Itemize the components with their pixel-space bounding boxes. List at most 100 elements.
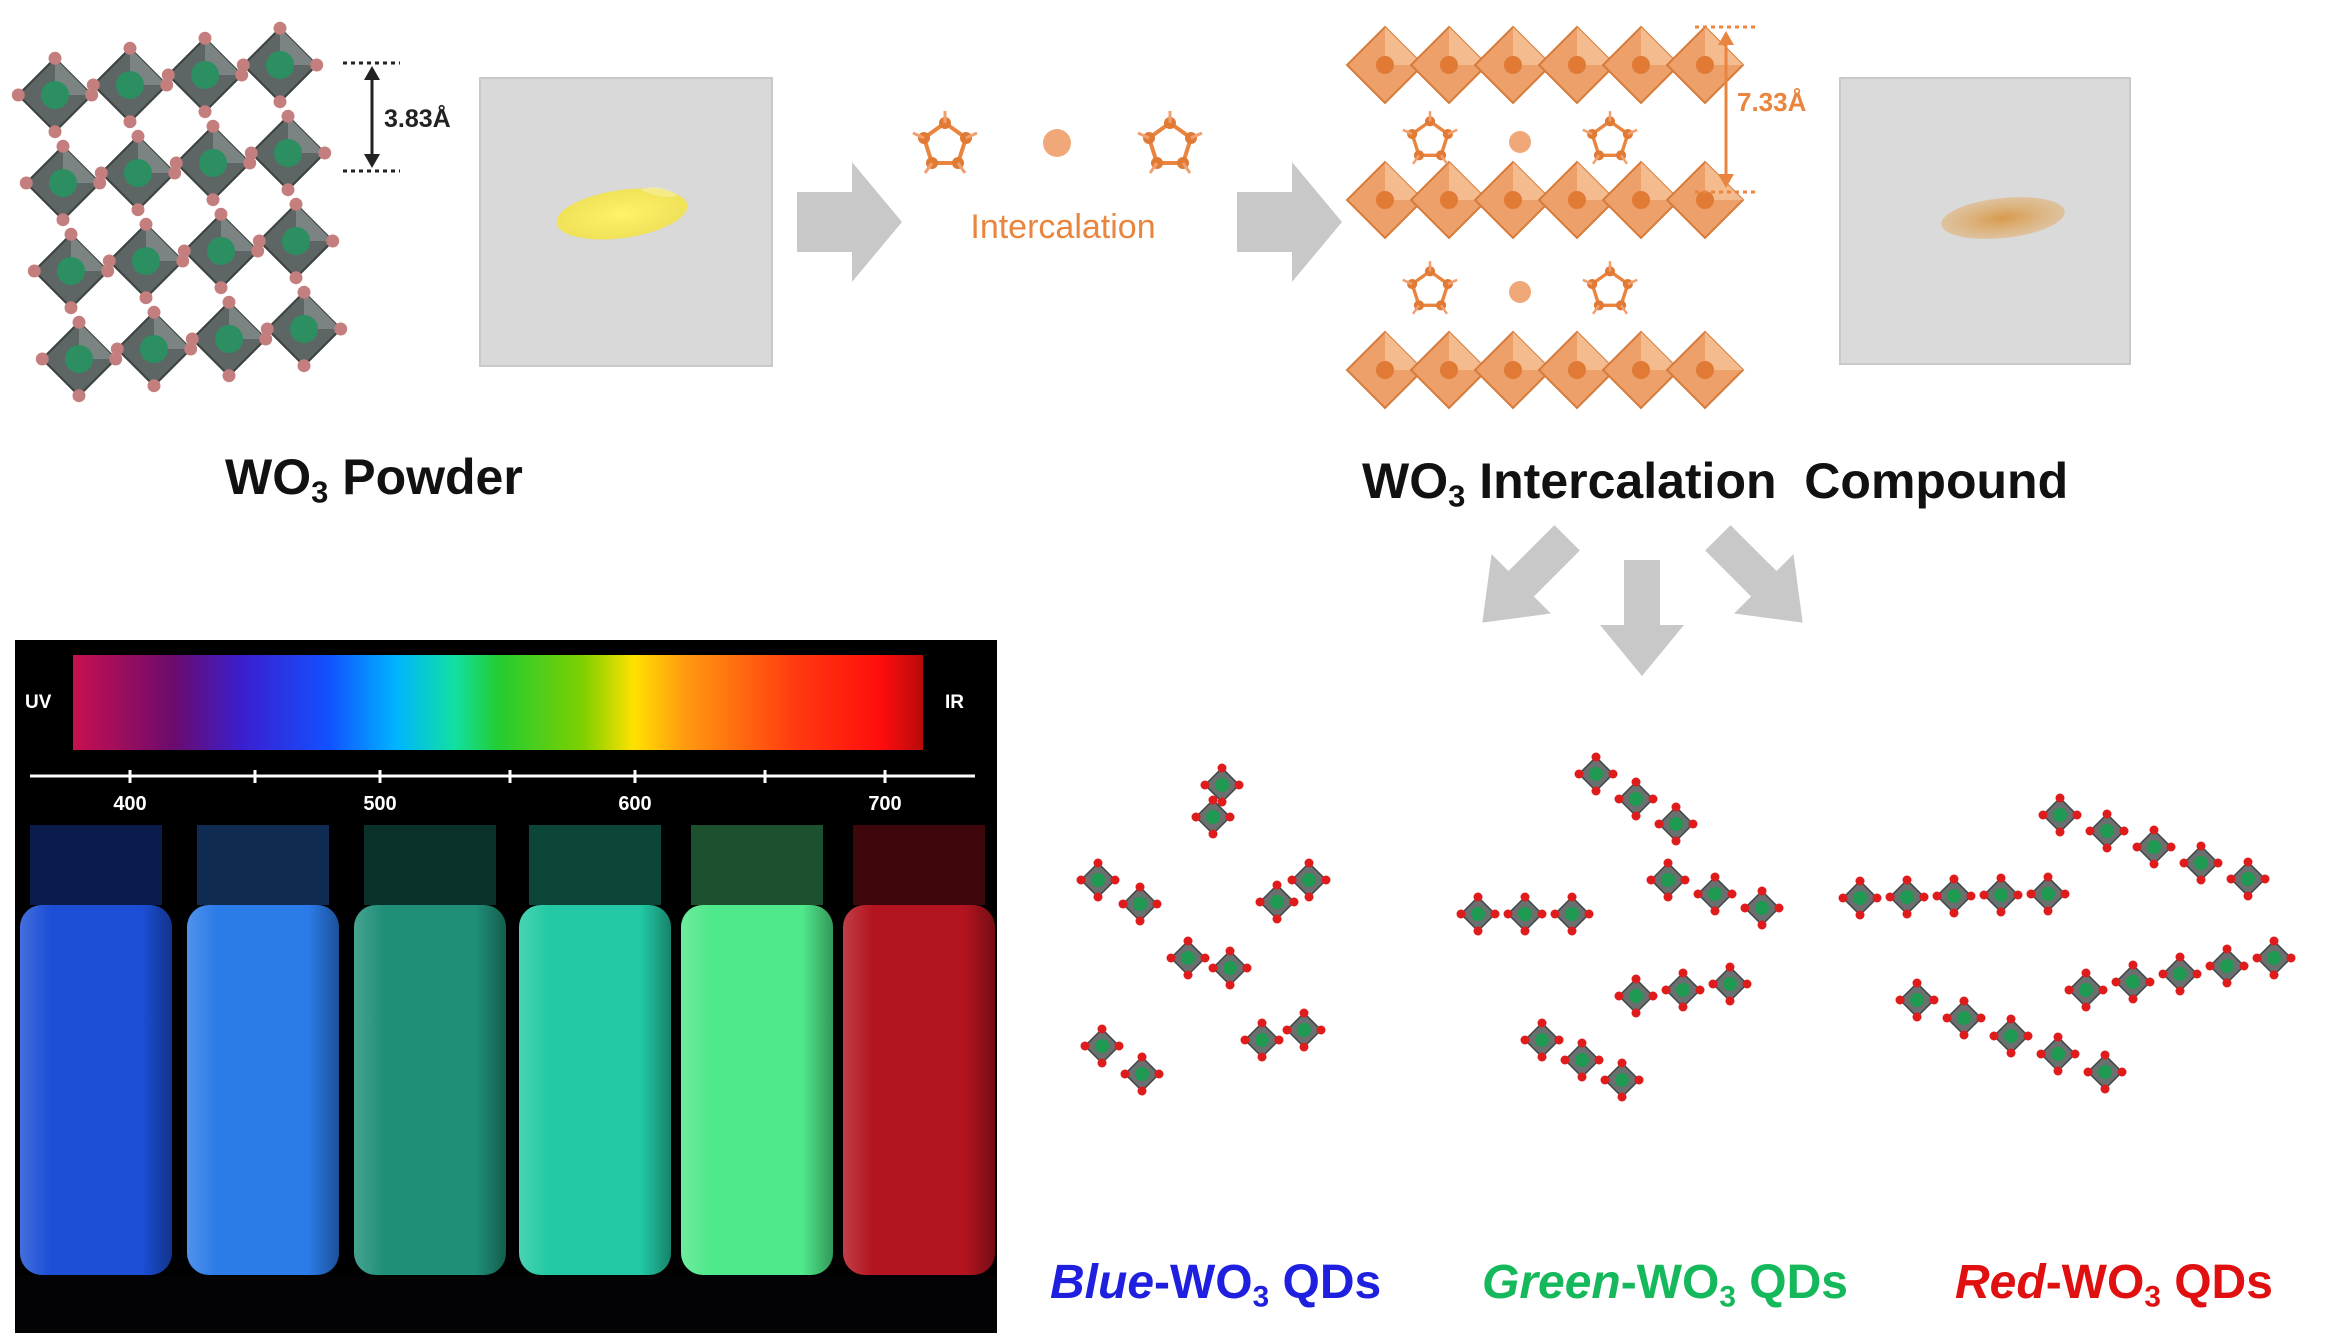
layer-octahedron [1666,161,1744,239]
qd-octahedron [1075,857,1121,903]
qd-octahedron [1254,879,1300,925]
qd-octahedron [1978,872,2024,918]
qd-octahedron [1199,762,1245,808]
qd-octahedron [1502,891,1548,937]
qd-octahedron [1239,1017,1285,1063]
intercalant-ion [1509,131,1531,153]
qd-octahedron [2082,1049,2128,1095]
qd-octahedron [2131,824,2177,870]
crystal-octahedron [34,314,124,404]
crystal-octahedron [101,216,191,306]
lattice-spacing-marker-left [343,61,400,173]
intercalant-ring [1401,259,1459,316]
lattice-spacing-marker-right [1695,25,1758,194]
caption-left-main: WO [225,449,312,505]
qd-octahedron [1707,961,1753,1007]
spectrum-ir-label: IR [945,692,964,713]
wo3-intercalation-caption: WO3 Intercalation Compound [1362,452,2068,515]
caption-left-rest: Powder [328,449,523,505]
qd-octahedron [2084,808,2130,854]
green-qd-label: Green-WO3 QDs [1482,1255,1848,1314]
crystal-octahedron [168,118,258,208]
qd-octahedron [1645,857,1691,903]
vial-shading [354,905,506,1275]
crystal-octahedron [93,128,183,218]
intercalation-compound-photo [1839,77,2131,365]
red-qd-rest: QDs [2160,1256,2273,1309]
process-arrow-2 [1237,162,1342,282]
crystal-octahedron [235,20,325,110]
vial-neck [364,825,496,905]
spacing-label-right: 7.33Å [1737,87,1807,117]
branch-arrows [1482,525,1803,676]
green-qd-rest: QDs [1735,1256,1848,1309]
layer-octahedron [1666,331,1744,409]
qd-octahedron [1165,935,1211,981]
qd-octahedron [2110,959,2156,1005]
qd-octahedron [1988,1013,2034,1059]
qd-octahedron [2178,840,2224,886]
qd-octahedron [1660,967,1706,1013]
blue-qd-sub: 3 [1252,1280,1270,1314]
green-qd-sub: 3 [1719,1280,1736,1314]
qd-octahedron [2225,856,2271,902]
qd-octahedron [2037,792,2083,838]
blue-qd-rest: QDs [1269,1256,1382,1309]
qd-octahedron [1894,977,1940,1023]
qd-octahedron [1281,1007,1327,1053]
intercalation-label: Intercalation [970,208,1155,246]
qd-octahedron [1573,751,1619,797]
intercalant-ring [1581,109,1639,166]
blue-qd-cluster [1075,762,1332,1097]
red-qd-sub: 3 [2144,1280,2161,1314]
crystal-octahedron [243,108,333,198]
caption-right-main: WO [1362,453,1449,509]
vial-neck [691,825,823,905]
qd-octahedron [1079,1023,1125,1069]
wo3-powder-photo [479,77,773,367]
qd-octahedron [1653,801,1699,847]
qd-octahedron [1559,1037,1605,1083]
qd-octahedron [1931,873,1977,919]
qd-octahedron [1519,1017,1565,1063]
red-qd-label: Red-WO3 QDs [1955,1255,2273,1314]
caption-left-sub: 3 [311,474,329,510]
wo3-powder-caption: WO3 Powder [225,448,523,511]
green-qd-prefix: Green [1482,1256,1621,1309]
qd-octahedron [2157,951,2203,997]
layer-octahedron [1666,26,1744,104]
intercalant-molecules [911,109,1204,175]
crystal-octahedron [259,284,349,374]
crystal-octahedron [184,294,274,384]
qd-octahedron [1117,881,1163,927]
blue-qd-label: Blue-WO3 QDs [1050,1255,1381,1314]
qd-octahedron [2025,871,2071,917]
vial-neck [853,825,985,905]
qd-octahedron [1739,885,1785,931]
spacing-label-left: 3.83Å [384,104,451,133]
qd-octahedron [2035,1031,2081,1077]
process-arrow-1 [797,162,902,282]
qd-octahedron [1941,995,1987,1041]
intercalant-ring [1581,259,1639,316]
qd-octahedron [2063,967,2109,1013]
qd-octahedron [1613,776,1659,822]
spectrum-tick-600: 600 [618,793,651,815]
spectrum-tick-400: 400 [113,793,146,815]
crystal-octahedron [10,50,100,140]
green-qd-cluster [1455,751,1785,1103]
spectrum-tick-700: 700 [868,793,901,815]
qd-octahedron [1286,857,1332,903]
qd-octahedron [1549,891,1595,937]
vial-neck [30,825,162,905]
qd-octahedron [1613,973,1659,1019]
blue-qd-mid: -WO [1154,1256,1253,1309]
crystal-octahedron [18,138,108,228]
vial-neck [529,825,661,905]
qd-octahedron [1119,1051,1165,1097]
vial-shading [20,905,172,1275]
luminescence-photo [15,640,997,1333]
qd-octahedron [1884,874,1930,920]
qd-octahedron [2204,943,2250,989]
vial-shading [187,905,339,1275]
